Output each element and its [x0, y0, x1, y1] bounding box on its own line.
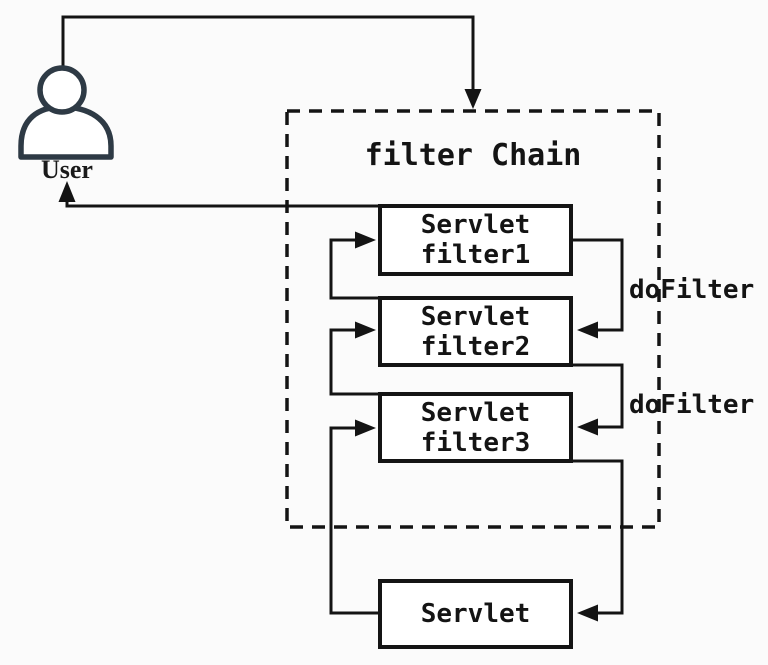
filter-chain-boundary: [285, 109, 661, 529]
box-label-line: Servlet: [420, 210, 531, 240]
servlet-filter3-box: Servlet filter3: [378, 392, 573, 463]
box-label-line: filter3: [420, 427, 531, 458]
dofilter-2-to-3-arrowhead: [577, 418, 598, 436]
servlet-filter2-box: Servlet filter2: [378, 296, 573, 367]
filter3-to-servlet-line: [573, 459, 624, 615]
dofilter-1-to-2-line: [573, 238, 624, 332]
return-to-user-line: [65, 200, 378, 208]
box-label-line: Servlet: [420, 397, 531, 428]
user-icon: [18, 65, 114, 160]
servlet-filter1-box: Servlet filter1: [378, 204, 573, 276]
box-label-line: Servlet: [420, 301, 531, 332]
box-label-line: filter2: [420, 331, 531, 362]
return-servlet-to-3-line: [329, 426, 378, 615]
box-label-line: Servlet: [420, 599, 531, 629]
return-3-to-2-line: [329, 328, 378, 396]
request-arrowhead: [464, 89, 482, 109]
servlet-box: Servlet: [378, 579, 573, 649]
user-icon-body: [18, 104, 114, 160]
return-3-to-2-arrowhead: [355, 321, 376, 339]
filter-chain-title: filter Chain: [364, 138, 582, 173]
box-label-line: filter1: [420, 240, 531, 270]
dofilter-1-to-2-arrowhead: [577, 321, 598, 339]
request-arrow-line: [61, 15, 475, 91]
return-2-to-1-arrowhead: [355, 231, 376, 249]
user-icon-head: [37, 65, 87, 115]
return-to-user-arrowhead: [58, 181, 76, 202]
return-2-to-1-line: [329, 238, 378, 300]
filter3-to-servlet-arrowhead: [577, 604, 598, 622]
dofilter-label-2: doFilter: [629, 390, 755, 420]
dofilter-2-to-3-line: [573, 363, 624, 429]
dofilter-label-1: doFilter: [629, 275, 755, 305]
return-servlet-to-3-arrowhead: [355, 419, 376, 437]
user-label: User: [41, 155, 93, 184]
